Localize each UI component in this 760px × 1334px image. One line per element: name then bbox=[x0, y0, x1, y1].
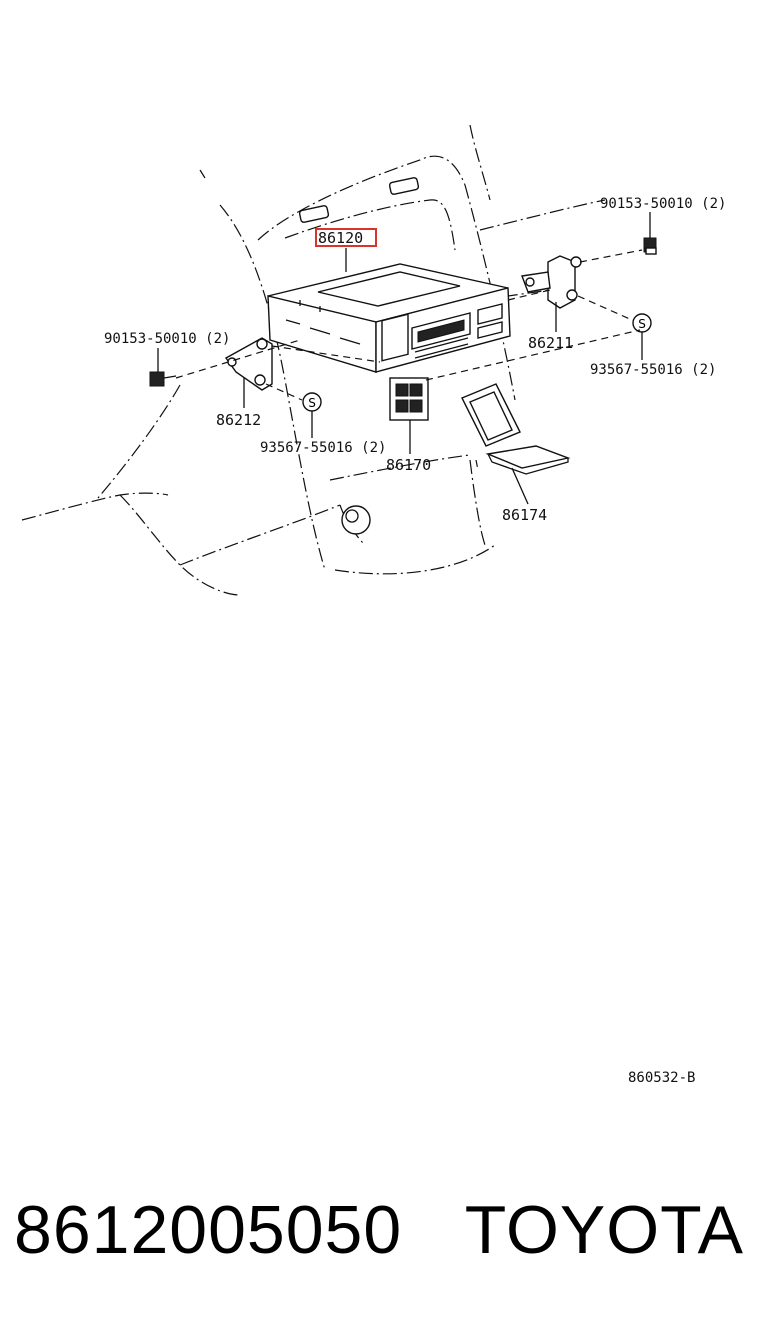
label-bolt-right: 90153-50010 (2) bbox=[600, 196, 726, 212]
label-washer-right: 93567-55016 (2) bbox=[590, 362, 716, 378]
brand-name: TOYOTA bbox=[464, 1192, 744, 1268]
label-bolt-left: 90153-50010 (2) bbox=[104, 331, 230, 347]
washer-left-icon: S bbox=[302, 392, 322, 412]
washer-right-icon: S bbox=[632, 313, 652, 333]
assembly-lines bbox=[175, 249, 643, 471]
bolt-right bbox=[643, 237, 657, 255]
svg-text:S: S bbox=[308, 396, 316, 410]
switch-assembly bbox=[389, 377, 429, 421]
vent-slots bbox=[298, 177, 420, 223]
label-switch: 86170 bbox=[386, 456, 431, 474]
label-highlighted-part: 86120 bbox=[318, 229, 363, 247]
label-bracket-right: 86211 bbox=[528, 334, 573, 352]
bracket-left bbox=[224, 337, 273, 391]
bracket-right bbox=[521, 255, 582, 309]
label-pocket: 86174 bbox=[502, 506, 547, 524]
footer: 8612005050 TOYOTA bbox=[0, 1180, 760, 1290]
diagram-code: 860532-B bbox=[628, 1070, 695, 1086]
label-washer-left: 93567-55016 (2) bbox=[260, 440, 386, 456]
leader-lines bbox=[157, 212, 651, 505]
radio-unit bbox=[267, 263, 511, 373]
svg-text:S: S bbox=[638, 317, 646, 331]
bolt-left bbox=[149, 371, 177, 387]
label-bracket-left: 86212 bbox=[216, 411, 261, 429]
dashboard-outline bbox=[21, 124, 606, 596]
highlight-box bbox=[315, 228, 377, 247]
part-number: 8612005050 bbox=[14, 1192, 403, 1268]
pocket bbox=[461, 383, 571, 475]
knob bbox=[341, 505, 371, 535]
